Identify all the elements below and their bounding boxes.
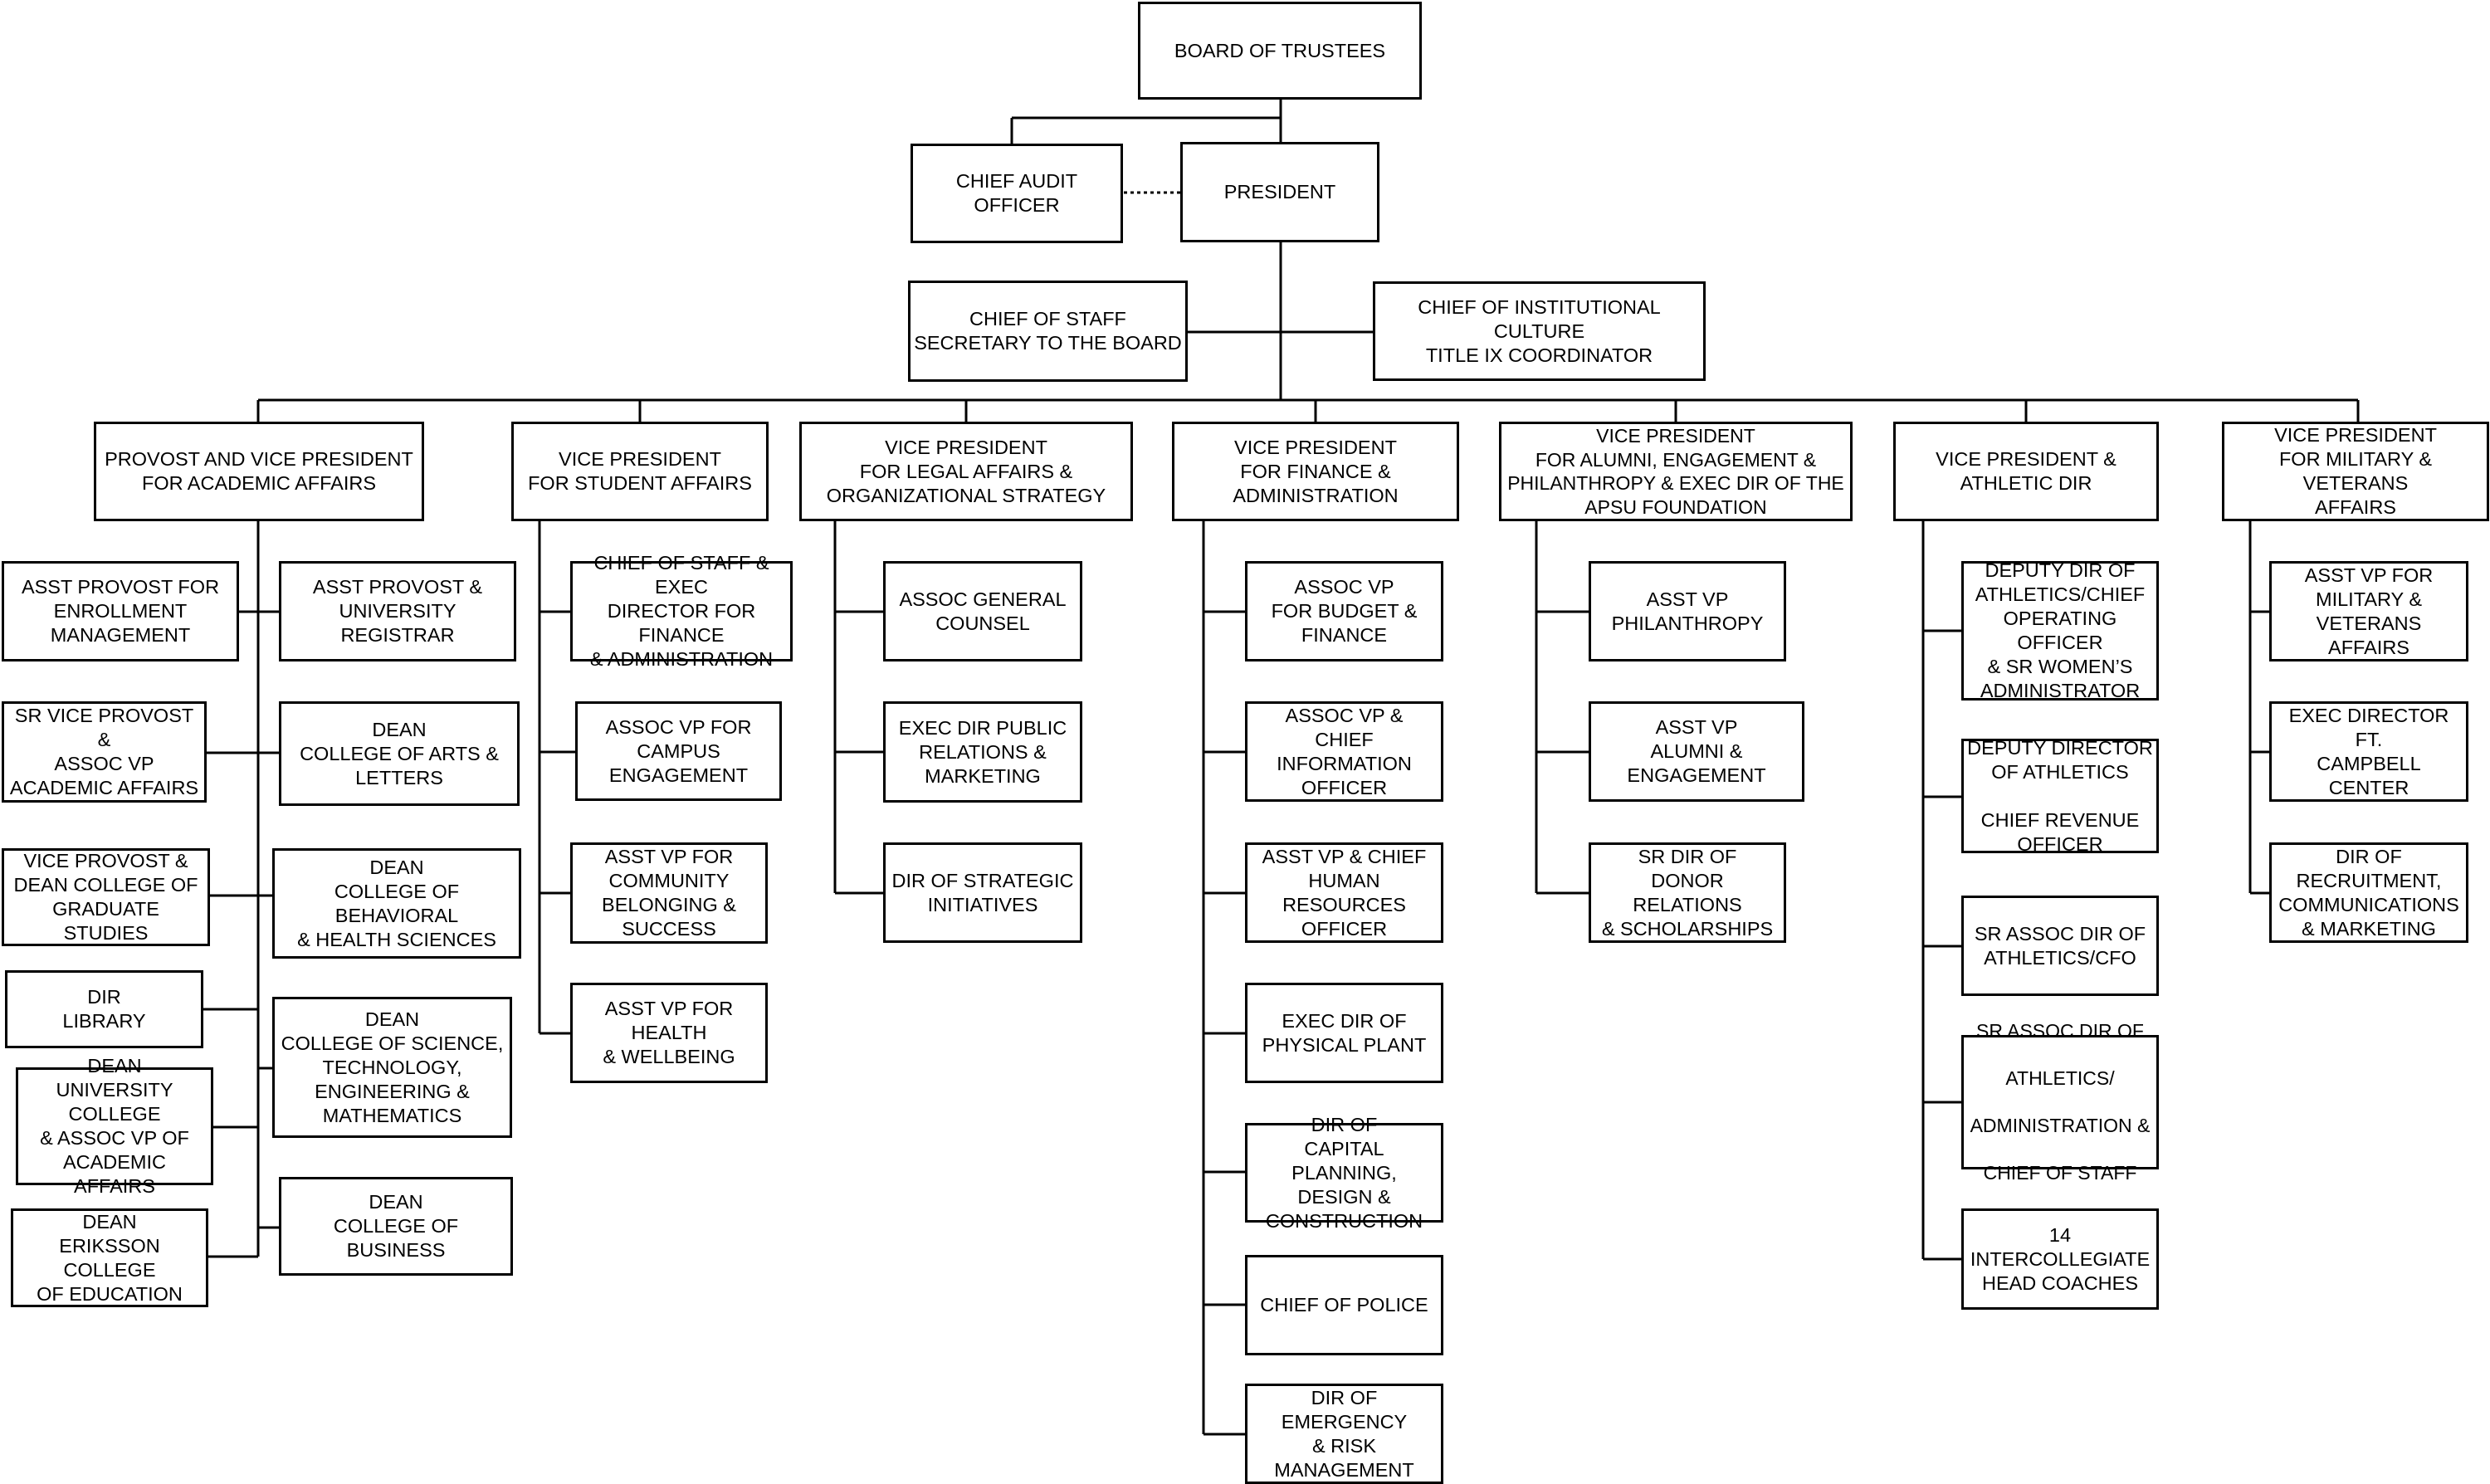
president-label: PRESIDENT [1223, 181, 1336, 203]
dir-strategic-initiatives-box: DIR OF STRATEGIC INITIATIVES [883, 842, 1082, 943]
exec-dir-pr-label: EXEC DIR PUBLIC RELATIONS & MARKETING [898, 716, 1067, 787]
president-box: PRESIDENT [1180, 142, 1379, 242]
vice-provost-graduate-label: VICE PROVOST & DEAN COLLEGE OF GRADUATE … [13, 850, 198, 944]
institutional-culture-box: CHIEF OF INSTITUTIONAL CULTURE TITLE IX … [1373, 281, 1706, 381]
ml-recruitment-label: DIR OF RECRUITMENT, COMMUNICATIONS & MAR… [2278, 845, 2459, 940]
vice-provost-graduate-box: VICE PROVOST & DEAN COLLEGE OF GRADUATE … [2, 848, 210, 946]
vp-military-label: VICE PRESIDENT FOR MILITARY & VETERANS A… [2274, 424, 2437, 518]
at-cfo-label: SR ASSOC DIR OF ATHLETICS/CFO [1974, 922, 2146, 969]
assoc-general-counsel-box: ASSOC GENERAL COUNSEL [883, 561, 1082, 661]
provost-box: PROVOST AND VICE PRESIDENT FOR ACADEMIC … [94, 422, 424, 521]
fn-hr-box: ASST VP & CHIEF HUMAN RESOURCES OFFICER [1245, 842, 1443, 943]
fn-capital-planning-box: DIR OF CAPITAL PLANNING, DESIGN & CONSTR… [1245, 1114, 1443, 1232]
fn-budget-box: ASSOC VP FOR BUDGET & FINANCE [1245, 561, 1443, 661]
vp-legal-affairs-box: VICE PRESIDENT FOR LEGAL AFFAIRS & ORGAN… [799, 422, 1133, 521]
chief-of-staff-label: CHIEF OF STAFF SECRETARY TO THE BOARD [914, 308, 1182, 354]
fn-budget-label: ASSOC VP FOR BUDGET & FINANCE [1271, 576, 1418, 646]
al-donor-relations-box: SR DIR OF DONOR RELATIONS & SCHOLARSHIPS [1589, 842, 1786, 943]
ml-recruitment-box: DIR OF RECRUITMENT, COMMUNICATIONS & MAR… [2269, 842, 2468, 943]
fn-hr-label: ASST VP & CHIEF HUMAN RESOURCES OFFICER [1262, 845, 1427, 940]
board-of-trustees-label: BOARD OF TRUSTEES [1174, 39, 1386, 61]
vp-alumni-box: VICE PRESIDENT FOR ALUMNI, ENGAGEMENT & … [1499, 422, 1853, 521]
dean-university-college-box: DEAN UNIVERSITY COLLEGE & ASSOC VP OF AC… [16, 1055, 213, 1197]
ml-asst-vp-box: ASST VP FOR MILITARY & VETERANS AFFAIRS [2269, 561, 2468, 661]
at-chief-of-staff-box: SR ASSOC DIR OF ATHLETICS/ ADMINISTRATIO… [1961, 1020, 2159, 1184]
dean-university-college-label: DEAN UNIVERSITY COLLEGE & ASSOC VP OF AC… [40, 1055, 189, 1197]
sa-health-wellbeing-label: ASST VP FOR HEALTH & WELLBEING [603, 998, 735, 1067]
at-head-coaches-label: 14 INTERCOLLEGIATE HEAD COACHES [1970, 1223, 2151, 1294]
sa-chief-of-staff-box: CHIEF OF STAFF & EXEC DIRECTOR FOR FINAN… [570, 552, 793, 670]
fn-cio-label: ASSOC VP & CHIEF INFORMATION OFFICER [1277, 704, 1412, 798]
asst-provost-enrollment-box: ASST PROVOST FOR ENROLLMENT MANAGEMENT [2, 561, 239, 661]
chief-of-staff-box: CHIEF OF STAFF SECRETARY TO THE BOARD [908, 281, 1188, 382]
al-philanthropy-box: ASST VP PHILANTHROPY [1589, 561, 1786, 661]
vp-finance-box: VICE PRESIDENT FOR FINANCE & ADMINISTRAT… [1172, 422, 1459, 521]
al-alumni-engagement-box: ASST VP ALUMNI & ENGAGEMENT [1589, 701, 1804, 802]
ml-campbell-center-box: EXEC DIRECTOR FT. CAMPBELL CENTER [2269, 701, 2468, 802]
asst-provost-enrollment-label: ASST PROVOST FOR ENROLLMENT MANAGEMENT [21, 576, 220, 646]
sr-vice-provost-box: SR VICE PROVOST & ASSOC VP ACADEMIC AFFA… [2, 701, 207, 803]
sa-campus-engagement-box: ASSOC VP FOR CAMPUS ENGAGEMENT [575, 701, 782, 801]
dean-arts-letters-label: DEAN COLLEGE OF ARTS & LETTERS [300, 718, 499, 788]
dir-strategic-initiatives-label: DIR OF STRATEGIC INITIATIVES [891, 869, 1074, 915]
chief-audit-officer-label: CHIEF AUDIT OFFICER [955, 170, 1078, 216]
al-alumni-engagement-label: ASST VP ALUMNI & ENGAGEMENT [1627, 716, 1766, 786]
at-chief-of-staff-label: SR ASSOC DIR OF ATHLETICS/ ADMINISTRATIO… [1970, 1020, 2151, 1184]
sa-chief-of-staff-label: CHIEF OF STAFF & EXEC DIRECTOR FOR FINAN… [589, 552, 774, 670]
al-philanthropy-label: ASST VP PHILANTHROPY [1611, 588, 1764, 634]
board-of-trustees-box: BOARD OF TRUSTEES [1138, 2, 1422, 100]
dean-stem-label: DEAN COLLEGE OF SCIENCE, TECHNOLOGY, ENG… [281, 1008, 504, 1126]
vp-athletic-label: VICE PRESIDENT & ATHLETIC DIR [1936, 448, 2116, 494]
dean-education-label: DEAN ERIKSSON COLLEGE OF EDUCATION [37, 1210, 183, 1305]
fn-physical-plant-label: EXEC DIR OF PHYSICAL PLANT [1262, 1009, 1427, 1056]
sa-campus-engagement-label: ASSOC VP FOR CAMPUS ENGAGEMENT [605, 715, 752, 786]
assoc-general-counsel-label: ASSOC GENERAL COUNSEL [899, 588, 1067, 634]
vp-athletic-box: VICE PRESIDENT & ATHLETIC DIR [1893, 422, 2159, 521]
asst-provost-registrar-label: ASST PROVOST & UNIVERSITY REGISTRAR [312, 576, 483, 646]
dean-business-box: DEAN COLLEGE OF BUSINESS [279, 1177, 513, 1276]
ml-asst-vp-label: ASST VP FOR MILITARY & VETERANS AFFAIRS [2304, 564, 2434, 658]
vp-student-affairs-box: VICE PRESIDENT FOR STUDENT AFFAIRS [511, 422, 769, 521]
fn-chief-of-police-label: CHIEF OF POLICE [1260, 1294, 1428, 1316]
at-deputy-dir-coo-label: DEPUTY DIR OF ATHLETICS/CHIEF OPERATING … [1975, 559, 2146, 701]
at-deputy-dir-revenue-box: DEPUTY DIRECTOR OF ATHLETICS CHIEF REVEN… [1961, 737, 2159, 855]
fn-emergency-label: DIR OF EMERGENCY & RISK MANAGEMENT [1274, 1386, 1414, 1481]
institutional-culture-label: CHIEF OF INSTITUTIONAL CULTURE TITLE IX … [1418, 295, 1661, 366]
vp-alumni-label: VICE PRESIDENT FOR ALUMNI, ENGAGEMENT & … [1507, 425, 1844, 518]
at-deputy-dir-revenue-label: DEPUTY DIRECTOR OF ATHLETICS CHIEF REVEN… [1967, 736, 2153, 855]
dean-business-label: DEAN COLLEGE OF BUSINESS [333, 1191, 459, 1261]
dean-stem-box: DEAN COLLEGE OF SCIENCE, TECHNOLOGY, ENG… [272, 997, 512, 1138]
sr-vice-provost-label: SR VICE PROVOST & ASSOC VP ACADEMIC AFFA… [9, 705, 199, 798]
chief-audit-officer-box: CHIEF AUDIT OFFICER [911, 144, 1123, 243]
dean-arts-letters-box: DEAN COLLEGE OF ARTS & LETTERS [279, 701, 520, 806]
fn-chief-of-police-box: CHIEF OF POLICE [1245, 1255, 1443, 1355]
at-deputy-dir-coo-box: DEPUTY DIR OF ATHLETICS/CHIEF OPERATING … [1961, 559, 2159, 701]
dean-education-box: DEAN ERIKSSON COLLEGE OF EDUCATION [11, 1208, 208, 1307]
exec-dir-pr-box: EXEC DIR PUBLIC RELATIONS & MARKETING [883, 701, 1082, 803]
al-donor-relations-label: SR DIR OF DONOR RELATIONS & SCHOLARSHIPS [1601, 845, 1774, 940]
fn-physical-plant-box: EXEC DIR OF PHYSICAL PLANT [1245, 983, 1443, 1083]
sa-community-belonging-box: ASST VP FOR COMMUNITY BELONGING & SUCCES… [570, 842, 768, 944]
at-cfo-box: SR ASSOC DIR OF ATHLETICS/CFO [1961, 896, 2159, 996]
fn-cio-box: ASSOC VP & CHIEF INFORMATION OFFICER [1245, 701, 1443, 802]
provost-label: PROVOST AND VICE PRESIDENT FOR ACADEMIC … [105, 448, 413, 494]
sa-community-belonging-label: ASST VP FOR COMMUNITY BELONGING & SUCCES… [602, 846, 736, 940]
vp-finance-label: VICE PRESIDENT FOR FINANCE & ADMINISTRAT… [1233, 436, 1399, 506]
at-head-coaches-box: 14 INTERCOLLEGIATE HEAD COACHES [1961, 1208, 2159, 1310]
dean-behavioral-health-label: DEAN COLLEGE OF BEHAVIORAL & HEALTH SCIE… [297, 856, 496, 950]
vp-military-box: VICE PRESIDENT FOR MILITARY & VETERANS A… [2222, 422, 2489, 521]
ml-campbell-center-label: EXEC DIRECTOR FT. CAMPBELL CENTER [2288, 704, 2449, 798]
dir-library-box: DIR LIBRARY [5, 970, 203, 1048]
sa-health-wellbeing-box: ASST VP FOR HEALTH & WELLBEING [570, 983, 768, 1083]
vp-legal-affairs-label: VICE PRESIDENT FOR LEGAL AFFAIRS & ORGAN… [826, 436, 1106, 506]
vp-student-affairs-label: VICE PRESIDENT FOR STUDENT AFFAIRS [528, 448, 752, 494]
dir-library-label: DIR LIBRARY [62, 986, 146, 1032]
dean-behavioral-health-box: DEAN COLLEGE OF BEHAVIORAL & HEALTH SCIE… [272, 848, 521, 959]
fn-capital-planning-label: DIR OF CAPITAL PLANNING, DESIGN & CONSTR… [1265, 1113, 1423, 1232]
asst-provost-registrar-box: ASST PROVOST & UNIVERSITY REGISTRAR [279, 561, 516, 661]
fn-emergency-box: DIR OF EMERGENCY & RISK MANAGEMENT [1245, 1384, 1443, 1484]
